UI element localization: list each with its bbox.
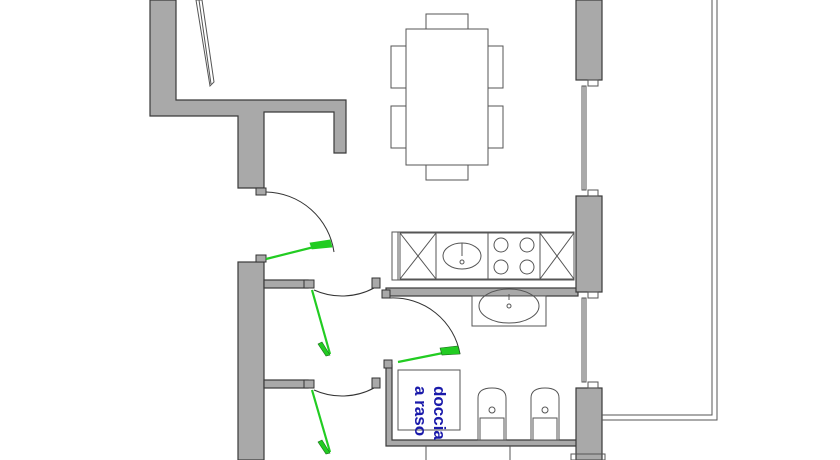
door-bathroom — [381, 289, 461, 369]
washbasin — [471, 295, 547, 327]
bathroom-fixtures — [397, 288, 560, 460]
chair-right-1 — [487, 45, 504, 89]
wall-stub-lower — [263, 379, 309, 389]
window-jamb — [587, 189, 599, 197]
counter — [391, 231, 575, 281]
wall-right-bottom — [575, 387, 603, 460]
wall-right-top — [575, 0, 603, 81]
dining-table — [405, 28, 489, 166]
window-jamb — [570, 453, 606, 460]
wall-stub-upper — [263, 279, 309, 289]
wall-left-corridor — [237, 261, 265, 460]
wall-right-middle — [575, 195, 603, 293]
chair-bottom — [425, 164, 469, 181]
door-corridor — [255, 187, 335, 263]
window-jamb — [587, 79, 599, 87]
wall-upper-left — [149, 0, 347, 189]
fridge — [539, 232, 575, 280]
doors — [255, 187, 461, 455]
chair-left-2 — [390, 105, 407, 149]
wall-kitchen-partition — [385, 287, 579, 297]
window-jamb — [587, 381, 599, 389]
windows — [581, 85, 587, 383]
shower-label: doccia a raso — [411, 386, 449, 440]
shower-label-line2: a raso — [411, 386, 430, 436]
chair-right-2 — [487, 105, 504, 149]
walls — [149, 0, 606, 460]
door-room-upper — [303, 277, 381, 357]
door-room-lower — [303, 377, 381, 455]
shower-label-line1: doccia — [430, 386, 449, 440]
shower-tray — [397, 369, 461, 431]
dining-set — [390, 13, 504, 181]
balcony-railing — [602, 0, 718, 421]
chair-left-1 — [390, 45, 407, 89]
sliding-door-top — [195, 0, 215, 88]
bidet — [530, 387, 560, 441]
window-jamb — [587, 291, 599, 299]
toilet — [477, 387, 507, 441]
chair-top — [425, 13, 469, 30]
kitchen-counter — [391, 231, 575, 281]
